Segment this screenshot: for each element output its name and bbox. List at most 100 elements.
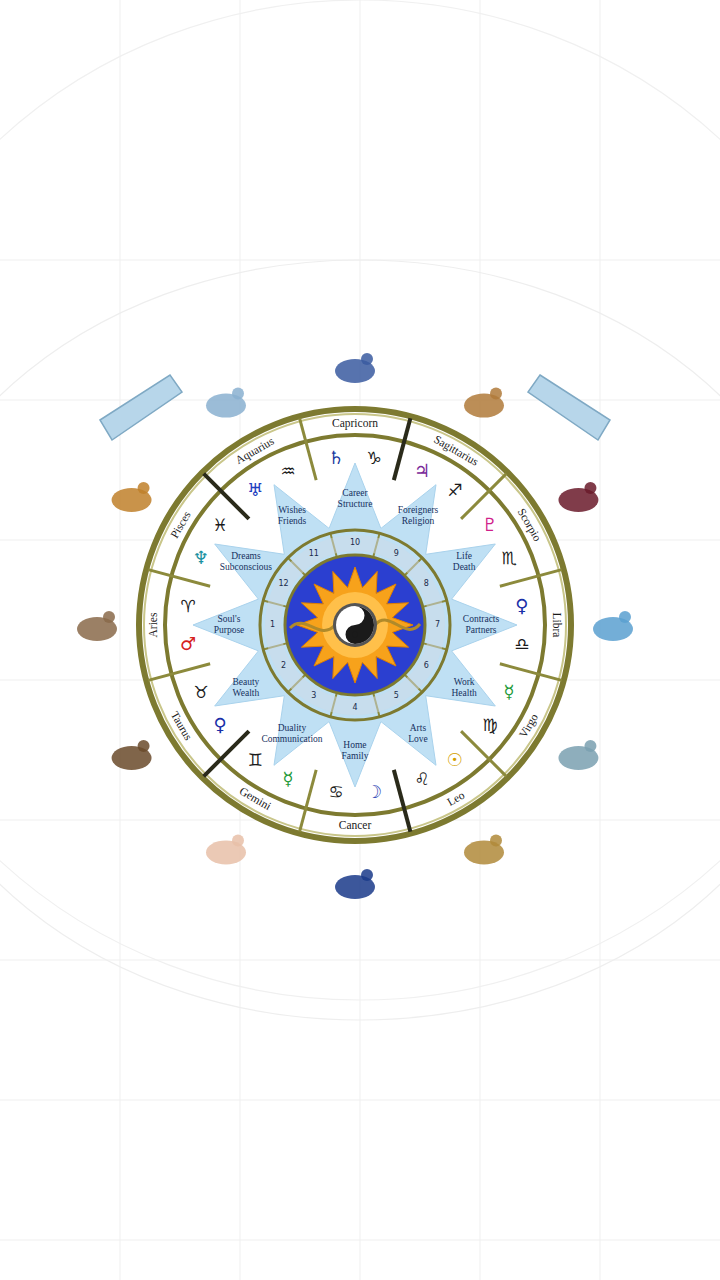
house-number: 4 bbox=[352, 704, 357, 712]
planet-symbol: ☿ bbox=[282, 770, 293, 788]
sign-figure-head bbox=[361, 869, 373, 881]
planet-symbol: ♂ bbox=[180, 635, 196, 653]
spoke bbox=[394, 418, 411, 480]
zodiac-glyph: ♈ bbox=[180, 598, 195, 615]
sign-name: Taurus bbox=[168, 709, 194, 742]
house-number: 8 bbox=[424, 580, 429, 588]
zodiac-glyph: ♊ bbox=[247, 752, 262, 769]
house-keyword: Life Death bbox=[453, 551, 476, 574]
grid-ellipse bbox=[0, 0, 720, 1000]
sign-figure-head bbox=[232, 834, 244, 846]
sign-figure-head bbox=[619, 611, 631, 623]
sign-name: Cancer bbox=[339, 820, 372, 832]
house-keyword: Foreigners Religion bbox=[398, 505, 439, 528]
planet-symbol: ♆ bbox=[193, 549, 209, 567]
planet-symbol: ♄ bbox=[328, 449, 344, 467]
yin-yang-dot bbox=[352, 613, 358, 619]
sun-core bbox=[322, 592, 388, 658]
zodiac-glyph: ♋ bbox=[328, 783, 343, 800]
house-keyword: Beauty Wealth bbox=[232, 677, 259, 700]
planet-symbol: ♀ bbox=[515, 597, 528, 615]
planet-symbol: ♅ bbox=[247, 481, 263, 499]
sign-name: Virgo bbox=[518, 711, 541, 739]
spoke bbox=[300, 770, 317, 832]
yin-yang bbox=[336, 606, 374, 644]
planet-symbol: ♀ bbox=[213, 716, 226, 734]
sign-figure-head bbox=[232, 388, 244, 400]
house-number: 7 bbox=[435, 621, 440, 629]
house-number: 11 bbox=[309, 550, 319, 558]
sign-name: Gemini bbox=[237, 785, 273, 812]
zodiac-glyph: ♌ bbox=[414, 771, 429, 788]
spoke bbox=[461, 731, 506, 776]
spoke bbox=[148, 664, 210, 681]
yin-yang-dark bbox=[346, 606, 375, 644]
house-segment: Contracts Partners bbox=[463, 614, 499, 637]
house-segment: Soul's Purpose bbox=[214, 614, 245, 637]
house-number: 10 bbox=[350, 539, 360, 547]
sign-name: Aquarius bbox=[233, 435, 275, 466]
planet-symbol: ☉ bbox=[447, 751, 463, 769]
grid-line bbox=[120, 0, 121, 1280]
grid-line bbox=[600, 0, 601, 1280]
yin-yang-rim bbox=[333, 603, 377, 647]
sign-name: Libra bbox=[550, 613, 562, 638]
spoke bbox=[394, 770, 411, 832]
house-keyword: Dreams Subconscious bbox=[220, 551, 272, 574]
spoke bbox=[500, 570, 562, 587]
house-segment: Home Family bbox=[342, 740, 369, 763]
planet-symbol: ☽ bbox=[366, 783, 382, 801]
house-number: 2 bbox=[281, 662, 286, 670]
house-segment: Beauty Wealth bbox=[232, 677, 259, 700]
house-segment: Life Death bbox=[453, 551, 476, 574]
planet-symbol: ☿ bbox=[504, 683, 515, 701]
outer-rim-highlight bbox=[144, 414, 566, 836]
spoke bbox=[461, 474, 506, 519]
sign-name: Leo bbox=[445, 790, 466, 809]
house-number: 12 bbox=[279, 580, 289, 588]
house-number: 3 bbox=[311, 692, 316, 700]
sign-name: Aries bbox=[148, 613, 160, 638]
zodiac-glyph: ♒ bbox=[280, 462, 295, 479]
sign-figure-head bbox=[103, 611, 115, 623]
number-ring-rim bbox=[260, 530, 450, 720]
spoke bbox=[204, 731, 249, 776]
ribbon-banner bbox=[528, 375, 610, 440]
zodiac-glyph: ♐ bbox=[447, 482, 462, 499]
house-star bbox=[193, 463, 517, 787]
spoke bbox=[300, 418, 317, 480]
house-keyword: Soul's Purpose bbox=[214, 614, 245, 637]
house-segment: Work Health bbox=[452, 677, 477, 700]
zodiac-glyph: ♎ bbox=[514, 636, 529, 653]
house-segment: Foreigners Religion bbox=[398, 505, 439, 528]
ribbon-banner bbox=[100, 375, 182, 440]
grid-line bbox=[0, 400, 720, 401]
house-segment: Dreams Subconscious bbox=[220, 551, 272, 574]
house-segment: Arts Love bbox=[408, 723, 428, 746]
house-number: 6 bbox=[424, 662, 429, 670]
sign-name: Pisces bbox=[169, 509, 193, 540]
house-number: 5 bbox=[394, 692, 399, 700]
outer-rim bbox=[139, 409, 571, 841]
house-keyword: Duality Communication bbox=[261, 723, 322, 746]
spoke bbox=[148, 570, 210, 587]
house-keyword: Arts Love bbox=[408, 723, 428, 746]
house-keyword: Work Health bbox=[452, 677, 477, 700]
house-number: 9 bbox=[394, 550, 399, 558]
house-keyword: Contracts Partners bbox=[463, 614, 499, 637]
house-keyword: Wishes Friends bbox=[278, 505, 307, 528]
zodiac-glyph: ♑ bbox=[366, 450, 381, 467]
sign-ring-rim bbox=[165, 435, 545, 815]
zodiac-glyph: ♍ bbox=[482, 716, 497, 733]
planet-symbol: ♃ bbox=[414, 462, 430, 480]
sign-name: Sagittarius bbox=[431, 434, 479, 469]
centre-disk bbox=[285, 555, 425, 695]
grid-ellipse bbox=[0, 260, 720, 1020]
planet-symbol: ♇ bbox=[482, 516, 498, 534]
number-ring bbox=[273, 543, 437, 707]
sign-figure-head bbox=[138, 482, 150, 494]
house-segment: Career Structure bbox=[338, 488, 373, 511]
house-number: 1 bbox=[270, 621, 275, 629]
